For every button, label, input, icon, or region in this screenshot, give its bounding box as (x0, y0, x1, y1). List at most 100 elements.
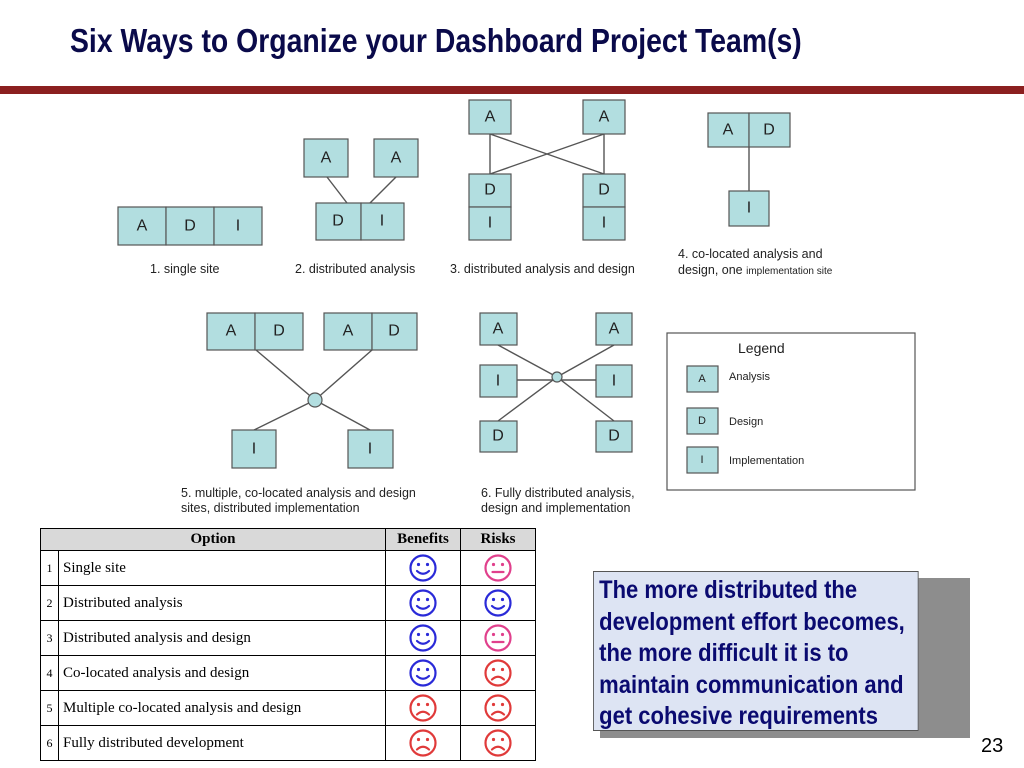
option2-diagram: A A D I 2. distributed analysis (295, 138, 419, 276)
option-header: Option (40, 528, 386, 551)
option5-caption-line1: 5. multiple, co-located analysis and des… (181, 486, 416, 500)
svg-text:I: I (700, 454, 703, 466)
svg-text:D: D (598, 182, 610, 199)
svg-text:A: A (321, 150, 332, 167)
row-number: 4 (40, 655, 59, 691)
option2-caption: 2. distributed analysis (295, 262, 415, 276)
option3-diagram: A A D I D I 3. distributed analysis and … (450, 99, 635, 276)
callout-line: development effort becomes, (599, 607, 905, 636)
callout-line: get cohesive requirements (599, 702, 878, 730)
legend-label-analysis: Analysis (729, 371, 770, 383)
option5-caption-line2: sites, distributed implementation (181, 501, 360, 515)
svg-text:D: D (492, 428, 504, 445)
svg-text:D: D (332, 213, 344, 230)
option6-hub (551, 371, 563, 383)
callout-line: The more distributed the (599, 576, 858, 604)
svg-text:I: I (747, 200, 751, 217)
legend-title: Legend (738, 340, 785, 356)
option5-hub (307, 392, 323, 408)
sad-face-icon (484, 659, 512, 687)
svg-text:A: A (599, 109, 610, 126)
svg-text:I: I (488, 215, 492, 232)
svg-text:D: D (608, 428, 620, 445)
callout-line: maintain communication and (599, 670, 904, 699)
option-name: Distributed analysis and design (58, 620, 386, 656)
option3-caption: 3. distributed analysis and design (450, 262, 635, 276)
option-name: Single site (58, 550, 386, 586)
svg-text:I: I (612, 373, 616, 390)
happy-face-icon (409, 624, 437, 652)
svg-text:A: A (226, 323, 237, 340)
risks-cell (460, 620, 536, 656)
svg-text:D: D (184, 218, 196, 235)
sad-face-icon (409, 729, 437, 757)
legend-label-design: Design (729, 416, 763, 428)
svg-text:design, one implementation sit: design, one implementation site (678, 263, 833, 277)
svg-text:D: D (273, 323, 285, 340)
svg-text:D: D (484, 182, 496, 199)
happy-face-icon (484, 589, 512, 617)
callout-line: the more difficult it is to (599, 639, 849, 667)
svg-text:A: A (609, 321, 620, 338)
option-name: Fully distributed development (58, 725, 386, 761)
svg-text:A: A (485, 109, 496, 126)
risks-header: Risks (460, 528, 536, 551)
risks-cell (460, 585, 536, 621)
option6-diagram: A A I I D D 6. Fully distributed analysi… (479, 312, 635, 515)
svg-text:I: I (236, 218, 240, 235)
row-number: 5 (40, 690, 59, 726)
option1-caption: 1. single site (150, 262, 220, 276)
benefits-cell (385, 550, 461, 586)
benefits-cell (385, 725, 461, 761)
svg-text:A: A (698, 373, 706, 385)
option4-diagram: A D I 4. co-located analysis and design,… (678, 112, 833, 277)
sad-face-icon (484, 694, 512, 722)
svg-text:D: D (388, 323, 400, 340)
benefits-cell (385, 585, 461, 621)
page-number: 23 (981, 735, 1004, 757)
team-organization-diagram: .bx { fill:#b2dee0; stroke:#555; stroke-… (117, 99, 916, 515)
option-name: Co-located analysis and design (58, 655, 386, 691)
svg-text:I: I (252, 441, 256, 458)
slide-title: Six Ways to Organize your Dashboard Proj… (70, 22, 802, 59)
row-number: 6 (40, 725, 59, 761)
row-number: 2 (40, 585, 59, 621)
legend-label-implementation: Implementation (729, 455, 804, 467)
row-number: 3 (40, 620, 59, 656)
option4-caption-line2: design, one (678, 263, 743, 277)
neutral-face-icon (484, 624, 512, 652)
option-name: Multiple co-located analysis and design (58, 690, 386, 726)
svg-text:D: D (698, 415, 706, 427)
benefits-header: Benefits (385, 528, 461, 551)
happy-face-icon (409, 554, 437, 582)
row-number: 1 (40, 550, 59, 586)
risks-cell (460, 725, 536, 761)
sad-face-icon (484, 729, 512, 757)
svg-text:I: I (368, 441, 372, 458)
happy-face-icon (409, 659, 437, 687)
title-divider (0, 86, 1024, 94)
svg-text:I: I (380, 213, 384, 230)
neutral-face-icon (484, 554, 512, 582)
svg-text:I: I (602, 215, 606, 232)
svg-text:A: A (391, 150, 402, 167)
benefits-cell (385, 690, 461, 726)
callout-box: The more distributed the development eff… (593, 571, 919, 731)
benefits-cell (385, 620, 461, 656)
svg-text:A: A (723, 122, 734, 139)
risks-cell (460, 690, 536, 726)
happy-face-icon (409, 589, 437, 617)
risks-cell (460, 655, 536, 691)
risks-cell (460, 550, 536, 586)
table-header-row: Option Benefits Risks (40, 528, 536, 551)
legend: Legend A Analysis D Design I Implementat… (666, 332, 916, 491)
benefits-cell (385, 655, 461, 691)
svg-text:I: I (496, 373, 500, 390)
option1-diagram: A D I 1. single site (117, 206, 263, 276)
